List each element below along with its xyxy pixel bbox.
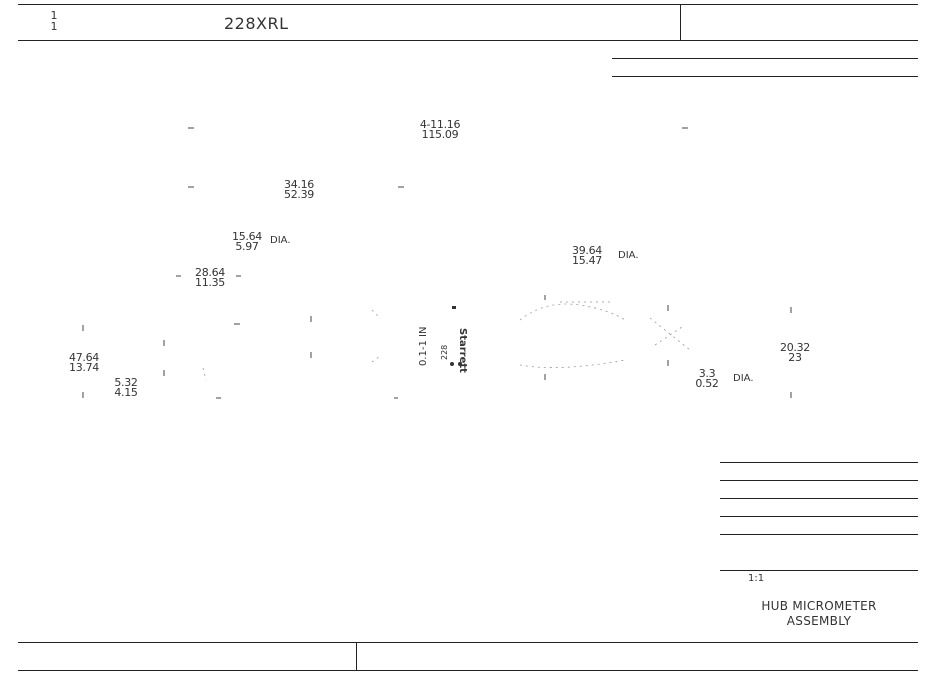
- frame-curve-2: [371, 355, 381, 363]
- dim-dia-right-top: 39.64: [572, 244, 602, 257]
- footer-bottom-border: [18, 670, 918, 671]
- header-top-border: [18, 4, 918, 5]
- assembly-title-line1: HUB MICROMETER: [761, 599, 877, 613]
- title-block-line-3: [720, 498, 918, 499]
- marking-dot-1: [450, 362, 454, 366]
- dim-height-left-top: 47.64: [69, 351, 99, 364]
- dim-dia-bolt-bottom: 0.52: [695, 377, 719, 390]
- dim-inner-length: 34.16 52.39: [274, 178, 324, 201]
- dim-dia-right: 39.64 15.47: [564, 244, 610, 267]
- model-marking: 228: [440, 344, 449, 360]
- range-marking: 0.1-1 IN: [418, 326, 429, 366]
- dim-inner-length-bottom: 52.39: [284, 188, 314, 201]
- dim-dia-right-bottom: 15.47: [572, 254, 602, 267]
- dim-width-mid-top: 28.64: [195, 266, 225, 279]
- assembly-title: HUB MICROMETER ASSEMBLY: [740, 599, 898, 629]
- dim-width-mid-bottom: 11.35: [195, 276, 225, 289]
- title-block-line-4: [720, 516, 918, 517]
- dim-offset-left-top: 5.32: [114, 376, 138, 389]
- dim-height-right-top: 20.32: [780, 341, 810, 354]
- sheet-number-top: 1: [50, 9, 58, 22]
- dim-inner-length-top: 34.16: [284, 178, 314, 191]
- title-block-line-5: [720, 534, 918, 535]
- dim-offset-left: 5.32 4.15: [106, 376, 146, 399]
- dim-dia-small-bottom: 5.97: [235, 240, 259, 253]
- ratchet-outline-2: [654, 324, 686, 346]
- frame-curve-1: [371, 309, 381, 319]
- assembly-title-line2: ASSEMBLY: [786, 614, 852, 628]
- title-block-line-6: [720, 570, 918, 571]
- dim-dia-bolt-top: 3.3: [698, 367, 716, 380]
- scale-label: 1:1: [748, 573, 765, 584]
- dim-dia-bolt: 3.3 0.52: [690, 367, 724, 390]
- dim-dia-right-suffix: DIA.: [618, 250, 639, 261]
- marking-dot-3: [452, 306, 456, 309]
- dim-overall-length-top: 4-11.16: [419, 118, 461, 131]
- dim-offset-left-bottom: 4.15: [114, 386, 138, 399]
- dim-overall-length: 4-11.16 115.09: [412, 118, 468, 141]
- dim-height-left: 47.64 13.74: [60, 351, 108, 374]
- dim-width-mid: 28.64 11.35: [186, 266, 234, 289]
- anvil-outline: [202, 367, 207, 381]
- model-title: 228XRL: [224, 14, 289, 33]
- dim-height-left-bottom: 13.74: [69, 361, 99, 374]
- revision-line-1: [612, 58, 918, 59]
- dim-dia-small: 15.64 5.97: [226, 230, 268, 253]
- header-divider: [680, 4, 681, 40]
- ratchet-outline: [649, 317, 691, 351]
- dim-overall-length-bottom: 115.09: [421, 128, 459, 141]
- footer-divider: [356, 642, 357, 670]
- dim-height-right: 20.32 23: [772, 341, 818, 364]
- thimble-outline-bottom: [519, 359, 626, 368]
- dim-dia-small-suffix: DIA.: [270, 235, 291, 246]
- thimble-outline: [519, 303, 626, 321]
- title-block-line-1: [720, 462, 918, 463]
- brand-marking: Starrett: [457, 328, 468, 373]
- title-block-line-2: [720, 480, 918, 481]
- dim-dia-small-top: 15.64: [232, 230, 262, 243]
- header-bottom-border: [18, 40, 918, 41]
- footer-top-border: [18, 642, 918, 643]
- marking-dot-2: [458, 362, 462, 366]
- sheet-number-bottom: 1: [50, 20, 58, 33]
- dim-dia-bolt-suffix: DIA.: [733, 373, 754, 384]
- revision-line-2: [612, 76, 918, 77]
- sheet-number: 1 1: [48, 10, 60, 32]
- dim-height-right-bottom: 23: [788, 351, 802, 364]
